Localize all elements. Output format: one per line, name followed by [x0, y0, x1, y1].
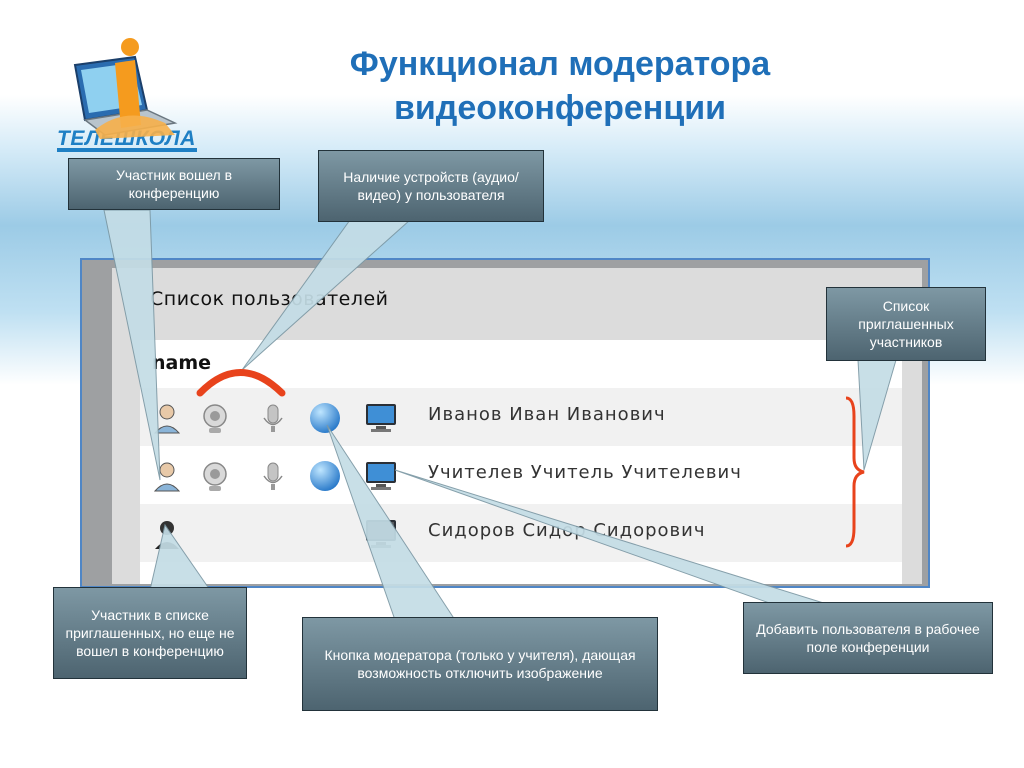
user-avatar-icon	[153, 462, 181, 492]
microphone-icon[interactable]	[256, 459, 290, 493]
slide-title: Функционал модератора видеоконференции	[300, 42, 820, 130]
slide-title-line-1: Функционал модератора	[349, 45, 771, 83]
user-row[interactable]: Учителев Учитель Учителевич	[140, 446, 902, 504]
callout-invited-list: Список приглашенных участников	[826, 287, 986, 361]
user-list-window: Список пользователей name	[112, 268, 922, 584]
user-offline-icon	[155, 521, 179, 549]
add-to-workspace-monitor-icon[interactable]	[364, 517, 398, 551]
globe-moderator-icon[interactable]	[308, 459, 342, 493]
microphone-icon[interactable]	[256, 401, 290, 435]
invited-list-brace	[845, 396, 865, 548]
user-avatar-icon	[153, 404, 181, 434]
user-name: Иванов Иван Иванович	[428, 404, 666, 425]
telschool-logo	[73, 38, 178, 139]
globe-moderator-icon[interactable]	[308, 401, 342, 435]
callout-add-user: Добавить пользователя в рабочее поле кон…	[743, 602, 993, 674]
webcam-icon[interactable]	[198, 459, 232, 493]
webcam-icon[interactable]	[198, 401, 232, 435]
add-to-workspace-monitor-icon[interactable]	[364, 459, 398, 493]
logo-underline	[57, 148, 197, 152]
user-list: name	[140, 340, 902, 584]
column-header-name[interactable]: name	[152, 352, 212, 374]
slide-title-line-2: видеоконференции	[393, 89, 727, 127]
panel-title: Список пользователей	[150, 288, 389, 310]
user-name: Учителев Учитель Учителевич	[428, 462, 742, 483]
callout-joined: Участник вошел в конференцию	[68, 158, 280, 210]
user-row[interactable]: Иванов Иван Иванович	[140, 388, 902, 446]
callout-devices: Наличие устройств (аудио/видео) у пользо…	[318, 150, 544, 222]
user-name: Сидоров Сидор Сидорович	[428, 520, 706, 541]
callout-moderator-button: Кнопка модератора (только у учителя), да…	[302, 617, 658, 711]
add-to-workspace-monitor-icon[interactable]	[364, 401, 398, 435]
callout-not-joined: Участник в списке приглашенных, но еще н…	[53, 587, 247, 679]
user-row[interactable]: Сидоров Сидор Сидорович	[140, 504, 902, 562]
